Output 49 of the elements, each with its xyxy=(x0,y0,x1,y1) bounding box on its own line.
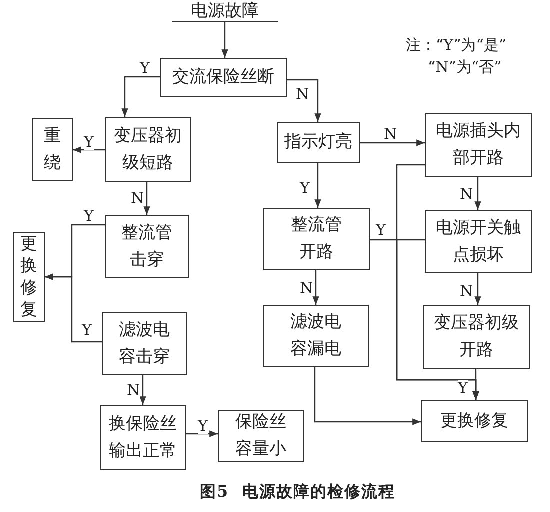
edge-label: N xyxy=(460,186,474,202)
arrow xyxy=(122,76,160,117)
edge-label: Y xyxy=(198,418,208,434)
arrow xyxy=(140,375,146,405)
edge-label: Y xyxy=(82,322,92,338)
process-box: 滤波电容击穿 xyxy=(102,312,187,375)
process-box: 换保险丝输出正常 xyxy=(100,405,186,470)
edge-label: Y xyxy=(140,60,150,76)
process-box: 电源插头内部开路 xyxy=(425,113,532,177)
edge-label: N xyxy=(384,126,398,142)
note-text: “N”为“否” xyxy=(428,58,502,77)
process-box: 滤波电容漏电 xyxy=(263,305,369,367)
arrow xyxy=(312,270,320,305)
edge-label: Y xyxy=(84,134,94,150)
process-box: 交流保险丝断 xyxy=(160,58,287,97)
edge-label: N xyxy=(131,190,144,206)
arrow xyxy=(73,146,105,154)
arrow xyxy=(222,22,228,58)
edge-label: N xyxy=(127,382,140,398)
arrow xyxy=(474,177,482,210)
process-box: 指示灯亮 xyxy=(277,122,360,163)
edge-label: N xyxy=(300,280,314,296)
edge-label: Y xyxy=(300,180,310,196)
arrow xyxy=(314,163,322,208)
process-box: 重绕 xyxy=(32,118,73,181)
arrow xyxy=(360,140,425,146)
arrow xyxy=(314,367,421,426)
process-box: 变压器初级开路 xyxy=(423,305,530,369)
edge-label: Y xyxy=(458,380,468,396)
edge-label: N xyxy=(296,86,310,102)
edge-label: Y xyxy=(376,222,386,238)
process-box: 变压器初级短路 xyxy=(105,117,191,182)
process-box: 更换修复 xyxy=(421,400,528,442)
note-text: 注：“Y”为“是” xyxy=(406,36,507,55)
edge-label: N xyxy=(460,283,474,299)
arrow xyxy=(144,182,150,215)
arrow xyxy=(45,274,102,343)
process-box: 电源开关触点损坏 xyxy=(425,210,532,273)
process-box: 更换修复 xyxy=(13,232,45,322)
fault-title: 电源故障 xyxy=(172,0,278,22)
figure-caption: 图5 电源故障的检修流程 xyxy=(200,482,396,503)
arrow xyxy=(474,273,482,305)
process-box: 整流管击穿 xyxy=(105,215,189,278)
arrow xyxy=(396,239,480,400)
arrow xyxy=(287,79,322,122)
process-box: 整流管开路 xyxy=(263,208,370,270)
arrow xyxy=(186,430,218,438)
edge-label: Y xyxy=(84,208,94,224)
process-box: 保险丝容量小 xyxy=(218,410,304,462)
